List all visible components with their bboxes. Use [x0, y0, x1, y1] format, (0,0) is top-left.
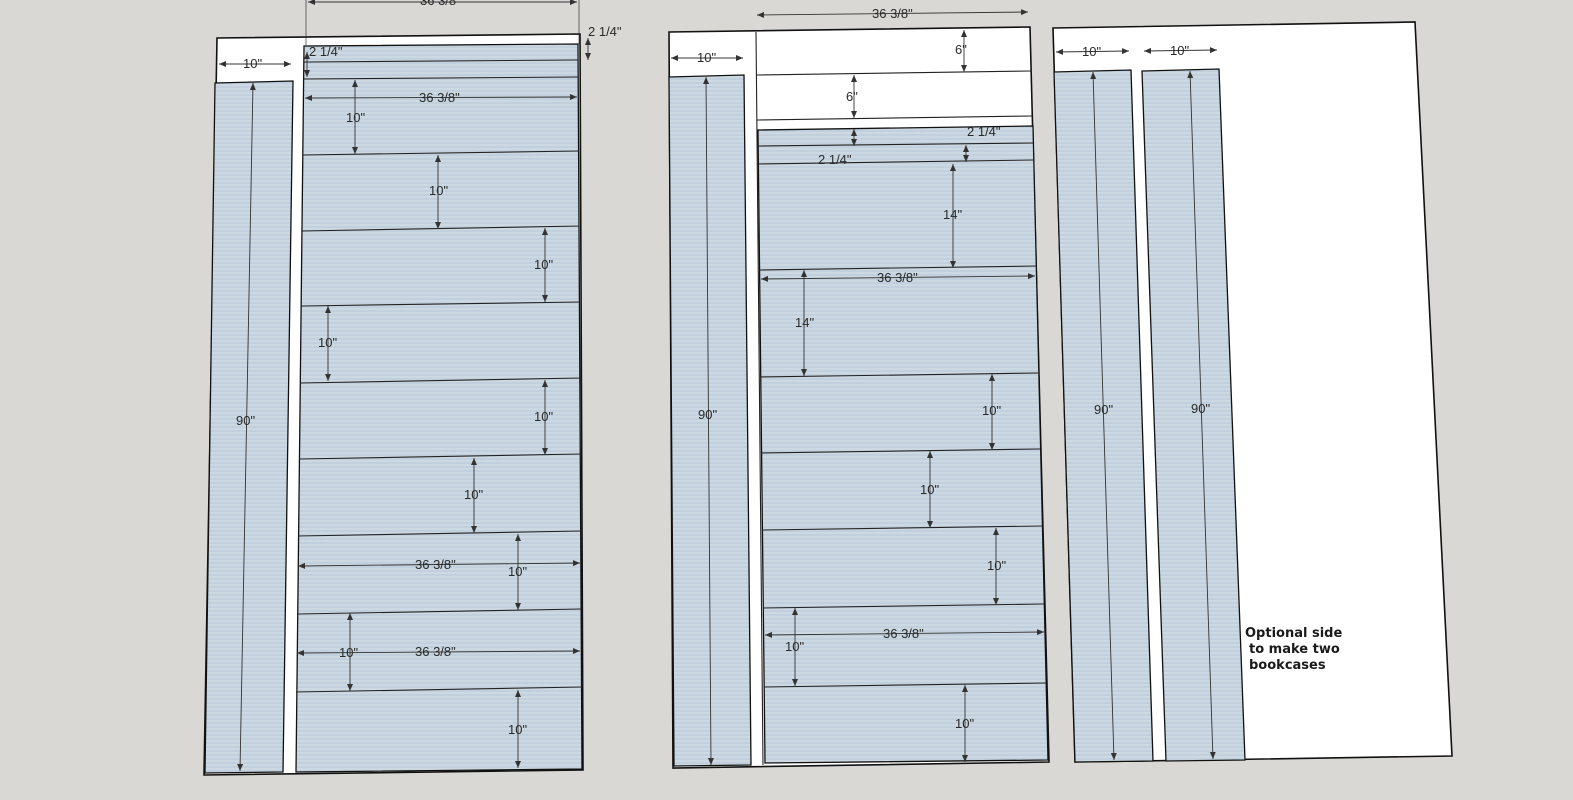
sheet-1-shelf-h-label-5: 10" — [534, 409, 553, 424]
sheet-1: 36 3/8" 10" 2 1/4" 2 1/4" 36 3/8" 90" 10… — [203, 0, 622, 776]
sheet-3-side-height-dim-1 — [1090, 71, 1117, 761]
sheet-1-shelf-h-label-6: 10" — [464, 487, 483, 502]
sheet-1-shelf-h-label-4: 10" — [318, 335, 337, 350]
sheet-2-strip-label-1: 2 1/4" — [967, 124, 1001, 139]
sheet-2-shelf-h-label-5: 10" — [987, 558, 1006, 573]
sheet-2-shelf-h-label-1: 14" — [943, 207, 962, 222]
sheet-1-shelf-h-label-7: 10" — [508, 564, 527, 579]
sheet-2-cut-lines — [755, 31, 1047, 766]
sheet-1-shelf-width-label-1: 36 3/8" — [419, 90, 460, 105]
sheet-3-side-height-dim-2 — [1187, 70, 1216, 760]
sheet-2-side-height-dim — [703, 76, 714, 766]
sheet-1-strip-label: 2 1/4" — [588, 24, 622, 39]
optional-side-note-line-2: to make two — [1249, 642, 1340, 657]
sheet-2-shelf-h-label-2: 14" — [795, 315, 814, 330]
sheet-2-shelf-h-label-4: 10" — [920, 482, 939, 497]
sheet-3: 10" 10" 90" 90" Optional side to make tw… — [1052, 21, 1453, 763]
sheet-1-cut-lines — [295, 59, 583, 693]
sheet-1-shelf-width-dim-1 — [304, 94, 578, 101]
sheet-1-side-height-label: 90" — [236, 413, 255, 428]
sheet-2-shelf-block — [757, 125, 1049, 764]
sheet-2-top-width-label: 36 3/8" — [872, 6, 913, 21]
sheet-1-shelf-width-dim-3 — [296, 648, 581, 656]
sheet-2-shelf-h-label-6: 10" — [785, 639, 804, 654]
sheet-1-shelf-block — [295, 43, 583, 773]
sheet-1-shelf-h-label-1: 10" — [346, 110, 365, 125]
sheet-1-shelf-width-label-2: 36 3/8" — [415, 557, 456, 572]
sheet-2-top-width-dim — [756, 9, 1029, 18]
sheet-3-side-height-label-1: 90" — [1094, 402, 1113, 417]
sheet-1-shelf-width-label-3: 36 3/8" — [415, 644, 456, 659]
sheet-1-strip-label-inner: 2 1/4" — [309, 44, 343, 59]
sheet-1-shelf-width-dim-2 — [297, 560, 581, 569]
sheet-1-shelf-h-label-2: 10" — [429, 183, 448, 198]
sheet-3-side-width-dim-2 — [1143, 47, 1218, 54]
sheet-3-side-width-dim-1 — [1055, 48, 1130, 55]
sheet-2-shelf-width-label-1: 36 3/8" — [877, 270, 918, 285]
sheet-1-top-width-label: 36 3/8" — [420, 0, 461, 8]
sheet-1-side-width-label: 10" — [243, 56, 262, 71]
sheet-2: 36 3/8" 10" 6" 6" 2 1/4" 2 1/4" 90" 14" … — [668, 6, 1050, 769]
optional-side-note-line-3: bookcases — [1249, 658, 1326, 673]
sheet-3-side-width-label-1: 10" — [1082, 44, 1101, 59]
sheet-3-side-width-label-2: 10" — [1170, 43, 1189, 58]
sheet-1-shelf-h-label-3: 10" — [534, 257, 553, 272]
sheet-1-shelf-h-label-9: 10" — [508, 722, 527, 737]
optional-side-note-line-1: Optional side — [1245, 626, 1342, 641]
sheet-2-shelf-h-label-3: 10" — [982, 403, 1001, 418]
sheet-2-top-strip-label-1: 6" — [955, 42, 967, 57]
sheet-2-side-height-label: 90" — [698, 407, 717, 422]
sheet-2-shelf-h-label-7: 10" — [955, 716, 974, 731]
sheet-2-side-width-label: 10" — [697, 50, 716, 65]
sheet-3-side-height-label-2: 90" — [1191, 401, 1210, 416]
sheet-2-strip-label-2: 2 1/4" — [818, 152, 852, 167]
sheet-2-top-strip-label-2: 6" — [846, 89, 858, 104]
sheet-2-shelf-width-dim-2 — [764, 629, 1045, 638]
sheet-2-shelf-width-label-2: 36 3/8" — [883, 626, 924, 641]
sheet-1-side-height-dim — [237, 82, 256, 772]
